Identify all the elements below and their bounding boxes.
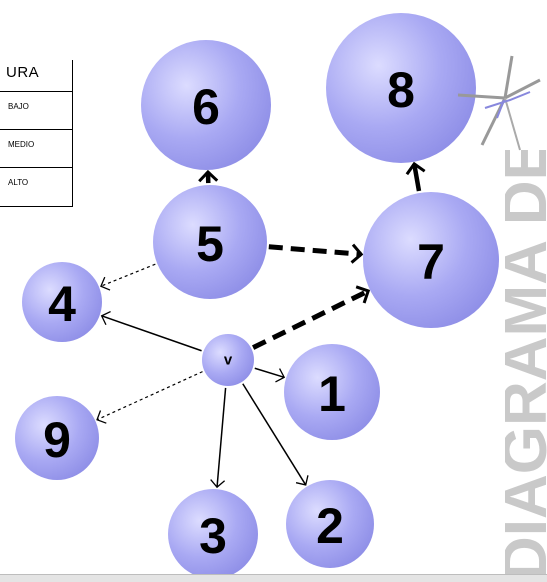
edge-5-4	[101, 264, 155, 286]
node-2: 2	[286, 480, 374, 568]
edge-5-7	[269, 247, 361, 255]
legend-row-low: BAJO	[0, 91, 72, 130]
node-v: v	[202, 334, 254, 386]
edge-v-4	[102, 316, 202, 351]
edge-v-9	[97, 372, 202, 420]
legend-label-high: ALTO	[8, 178, 28, 187]
edges	[97, 164, 425, 487]
edge-arrowhead-v-9	[97, 410, 106, 423]
legend-title: URA	[6, 64, 39, 81]
node-label-v: v	[224, 352, 233, 369]
node-label-1: 1	[318, 366, 346, 422]
node-7: 7	[363, 192, 499, 328]
side-title: DIAGRAMA DE	[505, 150, 547, 581]
node-label-9: 9	[43, 412, 71, 468]
node-label-2: 2	[316, 498, 344, 554]
node-label-4: 4	[48, 276, 76, 332]
nodes: v 1 2 3 4 5 6 7 8 9	[15, 13, 499, 579]
node-label-8: 8	[387, 62, 415, 118]
node-6: 6	[141, 40, 271, 170]
edge-arrowhead-5-7	[352, 245, 362, 263]
edge-v-7	[253, 291, 368, 348]
node-5: 5	[153, 185, 267, 299]
edge-v-3	[217, 388, 226, 487]
node-1: 1	[284, 344, 380, 440]
legend-label-medium: MEDIO	[8, 140, 34, 149]
legend-label-low: BAJO	[8, 102, 29, 111]
node-label-5: 5	[196, 216, 224, 272]
node-8: 8	[326, 13, 476, 163]
legend-row-high: ALTO	[0, 167, 72, 206]
node-4: 4	[22, 262, 102, 342]
node-label-7: 7	[417, 234, 445, 290]
node-label-3: 3	[199, 508, 227, 564]
node-label-6: 6	[192, 79, 220, 135]
side-title-text: DIAGRAMA DE	[505, 150, 547, 581]
legend-box: URA BAJO MEDIO ALTO	[0, 60, 73, 207]
node-9: 9	[15, 396, 99, 480]
legend-row-medium: MEDIO	[0, 129, 72, 168]
node-3: 3	[168, 489, 258, 579]
